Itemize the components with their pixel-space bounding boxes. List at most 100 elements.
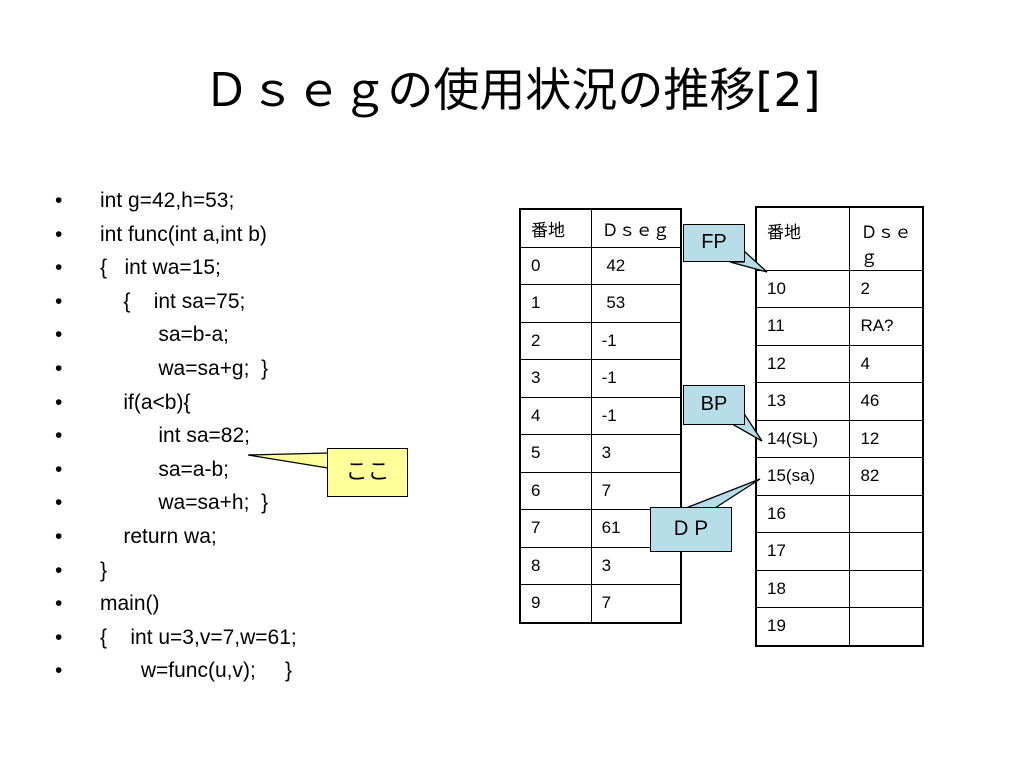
value-cell bbox=[849, 494, 924, 533]
address-cell: 17 bbox=[755, 532, 851, 571]
value-cell bbox=[849, 607, 924, 646]
bullet: • bbox=[55, 659, 63, 683]
bullet: • bbox=[55, 256, 63, 280]
address-cell: 12 bbox=[755, 344, 851, 383]
address-cell: 6 bbox=[519, 471, 592, 510]
table-row: 19 bbox=[755, 607, 924, 646]
bullet: • bbox=[55, 356, 63, 380]
address-cell: 4 bbox=[519, 396, 592, 435]
value-cell: 4 bbox=[849, 344, 924, 383]
address-cell: 19 bbox=[755, 607, 851, 646]
table-row: 18 bbox=[755, 569, 924, 608]
bullet: • bbox=[55, 491, 63, 515]
bullet: • bbox=[55, 289, 63, 313]
bullet: • bbox=[55, 558, 63, 582]
code-text: { int u=3,v=7,w=61; bbox=[100, 625, 297, 649]
value-cell: 42 bbox=[590, 246, 682, 285]
dp-pointer bbox=[685, 478, 761, 509]
code-text: wa=sa+g; } bbox=[100, 356, 269, 380]
value-cell bbox=[849, 569, 924, 608]
value-cell: 53 bbox=[590, 284, 682, 323]
value-cell: 7 bbox=[590, 471, 682, 510]
code-text: if(a<b){ bbox=[100, 390, 191, 414]
code-text: wa=sa+h; } bbox=[100, 491, 269, 515]
address-cell: 3 bbox=[519, 359, 592, 398]
address-cell: 9 bbox=[519, 584, 592, 623]
table-header-row: 番地 Ｄｓｅｇ bbox=[519, 208, 682, 248]
code-text: sa=a-b; bbox=[100, 457, 229, 481]
code-text: sa=b-a; bbox=[100, 323, 229, 347]
bp-callout: BP bbox=[683, 385, 745, 425]
slide-title: Ｄｓｅｇの使用状況の推移[2] bbox=[203, 63, 821, 117]
value-cell: -1 bbox=[590, 396, 682, 435]
bullet: • bbox=[55, 390, 63, 414]
fp-callout: FP bbox=[683, 224, 745, 262]
bullet: • bbox=[55, 189, 63, 212]
address-cell: 14(SL) bbox=[755, 419, 851, 458]
table-row: 3-1 bbox=[519, 359, 682, 398]
address-header: 番地 bbox=[519, 208, 592, 248]
table-row: 15(sa)82 bbox=[755, 457, 924, 496]
table-row: 2-1 bbox=[519, 321, 682, 360]
value-cell: 3 bbox=[590, 546, 682, 585]
code-text: return wa; bbox=[100, 524, 217, 548]
bullet: • bbox=[55, 222, 63, 246]
address-cell: 16 bbox=[755, 494, 851, 533]
value-cell: 82 bbox=[849, 457, 924, 496]
table-row: 1 53 bbox=[519, 284, 682, 323]
code-text: w=func(u,v); } bbox=[100, 659, 292, 683]
table-row: 4-1 bbox=[519, 396, 682, 435]
table-row: 0 42 bbox=[519, 246, 682, 285]
table-row: 14(SL)12 bbox=[755, 419, 924, 458]
address-header: 番地 bbox=[755, 206, 851, 271]
dp-callout: ＤＰ bbox=[650, 507, 732, 552]
koko-pointer bbox=[247, 452, 329, 469]
code-text: int sa=82; bbox=[100, 424, 250, 448]
code-text: } bbox=[100, 558, 108, 582]
address-cell: 1 bbox=[519, 284, 592, 323]
address-cell: 2 bbox=[519, 321, 592, 360]
value-cell: -1 bbox=[590, 359, 682, 398]
code-text: int g=42,h=53; bbox=[100, 189, 235, 212]
value-cell: 46 bbox=[849, 382, 924, 421]
code-text: { int sa=75; bbox=[100, 289, 246, 313]
koko-callout: ここ bbox=[327, 448, 408, 497]
bullet: • bbox=[55, 592, 63, 616]
address-cell: 18 bbox=[755, 569, 851, 608]
address-cell: 8 bbox=[519, 546, 592, 585]
address-cell: 7 bbox=[519, 509, 592, 548]
dseg-header: Ｄｓｅｇ bbox=[849, 206, 924, 271]
code-text: { int wa=15; bbox=[100, 256, 221, 280]
address-cell: 15(sa) bbox=[755, 457, 851, 496]
address-cell: 11 bbox=[755, 307, 851, 346]
bullet: • bbox=[55, 524, 63, 548]
bullet: • bbox=[55, 457, 63, 481]
bullet: • bbox=[55, 424, 63, 448]
value-cell: 7 bbox=[590, 584, 682, 623]
value-cell bbox=[849, 532, 924, 571]
bullet: • bbox=[55, 323, 63, 347]
address-cell: 10 bbox=[755, 269, 851, 308]
value-cell: RA? bbox=[849, 307, 924, 346]
dseg-header: Ｄｓｅｇ bbox=[590, 208, 682, 248]
code-text: main() bbox=[100, 592, 160, 616]
value-cell: 2 bbox=[849, 269, 924, 308]
address-cell: 0 bbox=[519, 246, 592, 285]
bullet: • bbox=[55, 625, 63, 649]
table-row: 17 bbox=[755, 532, 924, 571]
value-cell: -1 bbox=[590, 321, 682, 360]
address-cell: 5 bbox=[519, 434, 592, 473]
value-cell: 3 bbox=[590, 434, 682, 473]
table-header-row: 番地 Ｄｓｅｇ bbox=[755, 206, 924, 271]
value-cell: 12 bbox=[849, 419, 924, 458]
address-cell: 13 bbox=[755, 382, 851, 421]
